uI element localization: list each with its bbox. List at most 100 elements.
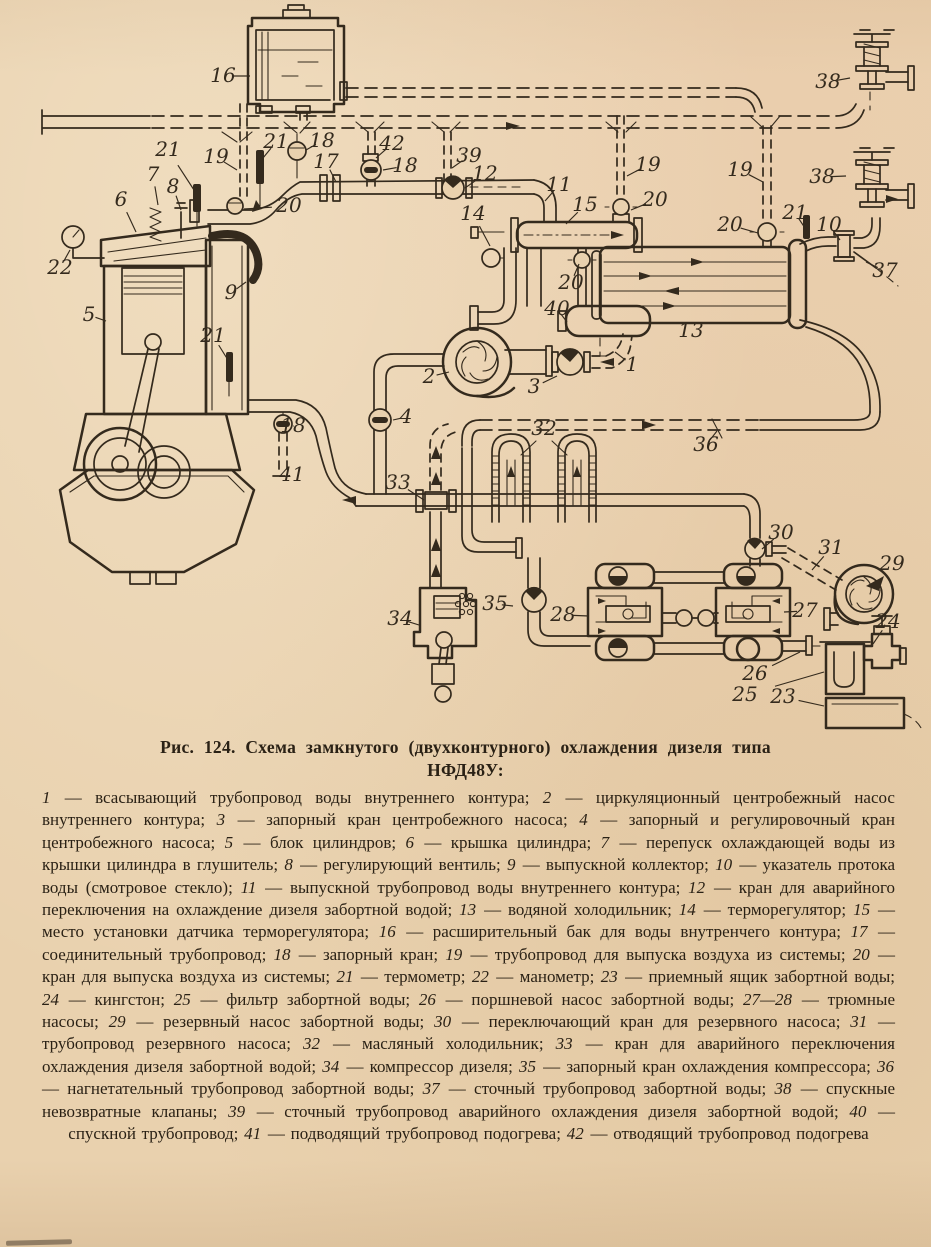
label-leader: [630, 203, 647, 211]
diagram-label-32: 32: [531, 416, 556, 440]
label-leader: [783, 610, 798, 613]
label-leader: [407, 620, 420, 626]
diagram-label-11: 11: [546, 172, 571, 196]
diagram-label-2: 2: [422, 364, 436, 388]
diagram-label-19: 19: [727, 157, 753, 181]
label-leader: [154, 186, 159, 206]
diagram-label-14: 14: [460, 201, 485, 225]
diagram-label-42: 42: [378, 131, 404, 155]
legend-number: 22: [471, 967, 489, 987]
label-leader: [451, 160, 463, 169]
label-leader: [811, 555, 825, 571]
diagram-label-10: 10: [816, 212, 842, 236]
diagram-label-31: 31: [818, 535, 843, 559]
diagram-label-15: 15: [572, 192, 597, 216]
diagram-label-38: 38: [815, 69, 840, 93]
label-leader: [572, 614, 590, 617]
label-leader: [218, 344, 229, 361]
label-leader: [798, 699, 825, 707]
label-leader: [865, 261, 879, 269]
drain-valves-38: [853, 29, 915, 209]
diagram-label-21: 21: [262, 129, 288, 153]
diagram-label-20: 20: [557, 270, 584, 294]
diagram-label-21: 21: [154, 137, 180, 161]
legend-number: 14: [678, 900, 696, 920]
label-leader: [573, 263, 580, 277]
label-leader: [223, 161, 238, 171]
label-leader-lines: [63, 75, 883, 707]
legend-number: 20: [852, 944, 870, 964]
figure-caption: Рис. 124. Схема замкнутого (двухконтурно…: [0, 736, 931, 782]
label-leader: [771, 651, 801, 667]
diagram-label-21: 21: [781, 200, 807, 224]
legend-number: 4: [579, 810, 588, 830]
oil-coolers: [491, 433, 597, 523]
diagram-label-18: 18: [280, 413, 305, 437]
legend-number: 19: [445, 944, 463, 964]
diagram-label-18: 18: [392, 153, 417, 177]
diagram-label-6: 6: [115, 187, 128, 211]
diagram-label-23: 23: [769, 684, 795, 708]
legend-number: 13: [459, 900, 477, 920]
label-leader: [63, 249, 71, 262]
legend-number: 5: [224, 832, 234, 852]
internal-pump-circuit: [368, 326, 633, 495]
label-leader: [392, 417, 402, 421]
label-leader: [626, 168, 641, 177]
thermoregulator-and-cooler: [469, 198, 808, 357]
legend-number: 26: [418, 989, 436, 1009]
legend-number: 8: [284, 855, 293, 875]
legend-number: 33: [555, 1034, 573, 1054]
label-leader: [774, 671, 825, 687]
figure-caption-line2: НФД48У:: [427, 760, 504, 780]
bilge-pumps: [586, 562, 792, 662]
label-leader: [872, 630, 883, 645]
label-leader: [375, 148, 387, 159]
sea-water-outlet-piping: [799, 215, 899, 287]
label-leader: [542, 375, 558, 384]
diagram-label-38: 38: [809, 164, 834, 188]
diagram-label-20: 20: [275, 193, 302, 217]
label-leader: [740, 227, 759, 234]
legend-number: 7: [600, 832, 610, 852]
legend-number: 17: [850, 922, 868, 942]
diagram-label-41: 41: [278, 462, 304, 486]
label-leader: [243, 206, 272, 210]
legend-number: 41: [244, 1124, 262, 1144]
label-leader: [478, 225, 491, 247]
diagram-label-1: 1: [626, 352, 639, 376]
diagram-label-8: 8: [167, 174, 180, 198]
diagram-label-19: 19: [203, 144, 229, 168]
legend-number: 18: [273, 944, 291, 964]
label-leader: [177, 164, 195, 191]
expansion-tank: [246, 4, 348, 114]
label-leader: [748, 174, 764, 183]
figure-caption-line1: Рис. 124. Схема замкнутого (двухконтурно…: [160, 737, 771, 757]
diagram-label-12: 12: [472, 161, 497, 185]
figure-legend: 1 — всасывающий трубопровод воды внутрен…: [42, 788, 896, 1144]
legend-number: 31: [850, 1012, 868, 1032]
label-leader: [544, 190, 555, 202]
legend-number: 30: [434, 1012, 452, 1032]
legend-number: 12: [688, 877, 706, 897]
legend-number: 2: [542, 788, 552, 807]
legend-number: 35: [518, 1056, 536, 1076]
diagram-label-22: 22: [46, 255, 72, 279]
legend-number: 29: [108, 1012, 126, 1032]
diagram-label-16: 16: [210, 63, 236, 87]
legend-number: 27—28: [742, 989, 793, 1009]
legend-number: 10: [715, 855, 733, 875]
legend-number: 39: [228, 1101, 246, 1121]
legend-number: 42: [566, 1124, 584, 1144]
label-leader: [407, 488, 425, 501]
label-leader: [832, 230, 841, 241]
diagram-label-25: 25: [731, 682, 757, 706]
diagram-label-19: 19: [635, 152, 661, 176]
label-leader: [126, 211, 137, 233]
label-leader: [560, 313, 568, 323]
label-leader: [236, 281, 247, 290]
diagram-label-28: 28: [549, 602, 575, 626]
legend-number: 1: [42, 788, 51, 807]
diagram-label-30: 30: [768, 520, 794, 544]
